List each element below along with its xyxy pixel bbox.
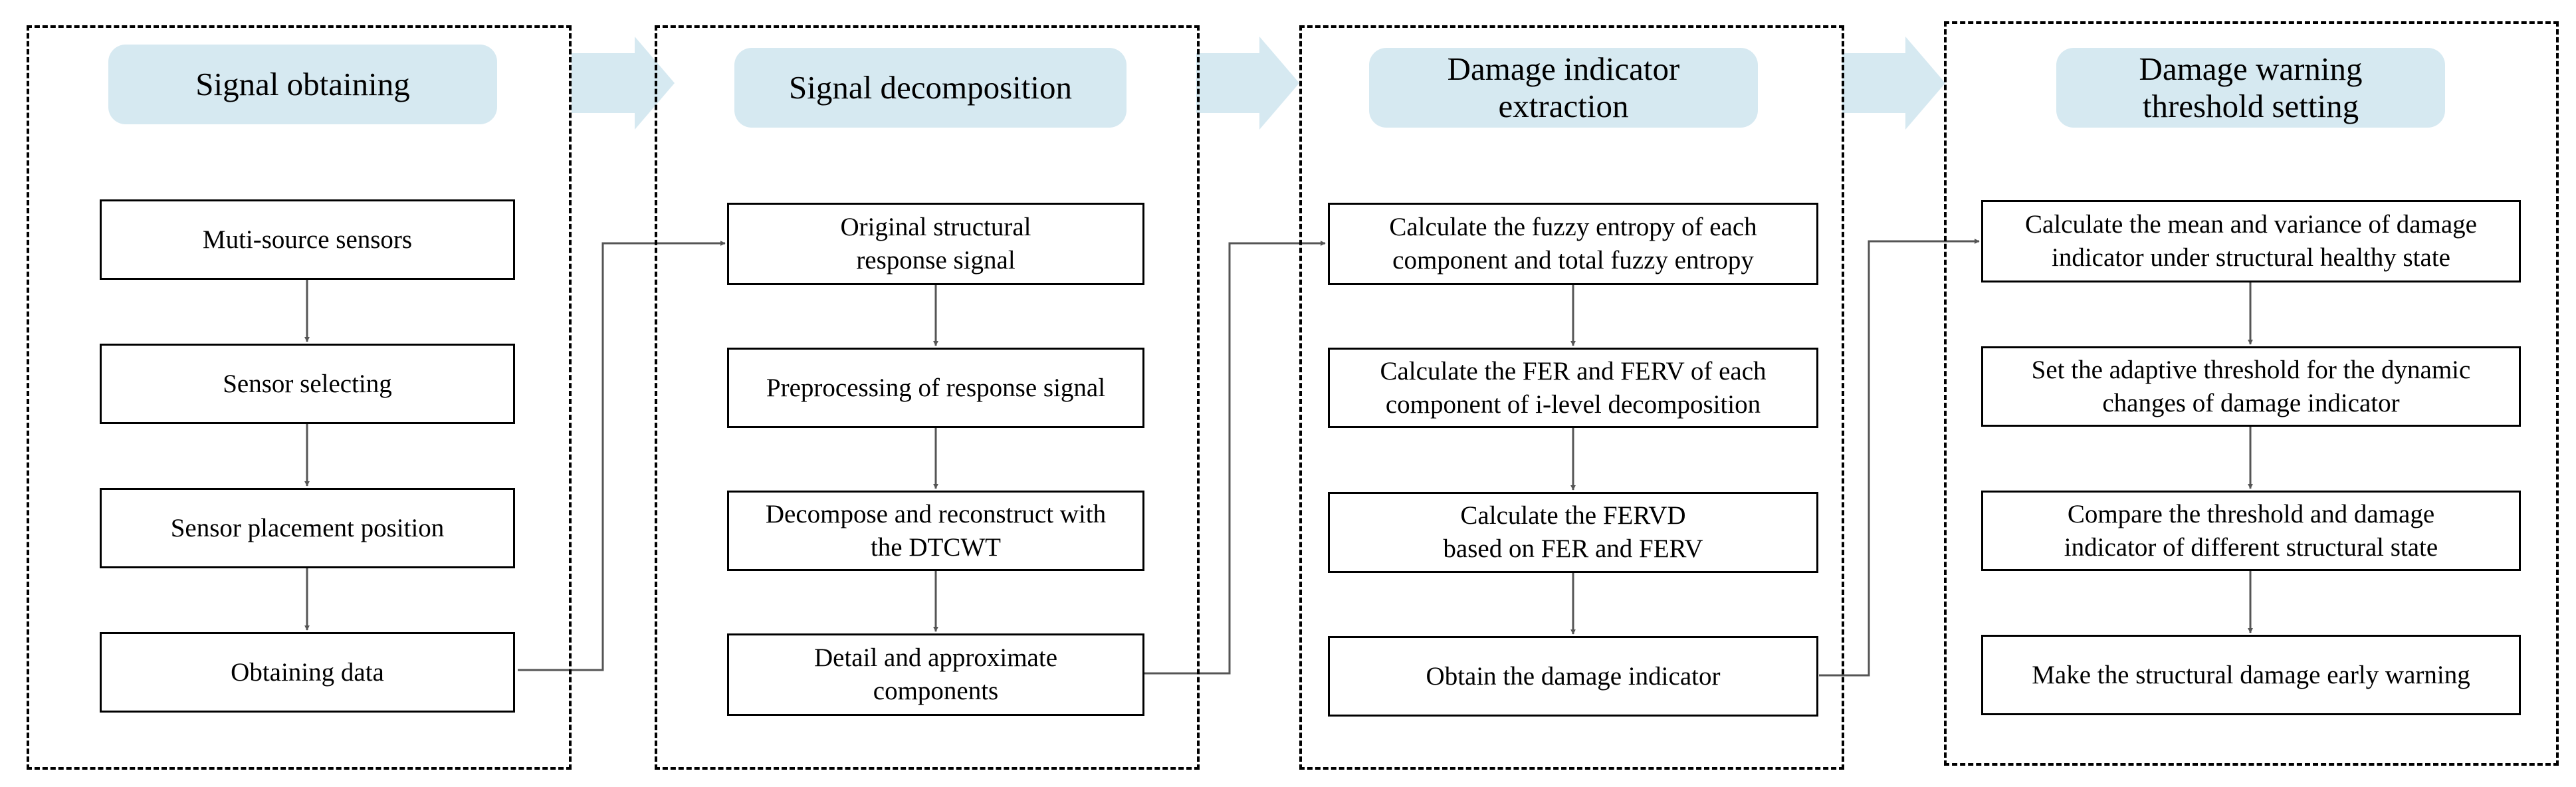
stage-header: Damage warning threshold setting bbox=[2056, 48, 2445, 128]
step-box: Original structural response signal bbox=[727, 203, 1144, 285]
stage-header: Signal decomposition bbox=[734, 48, 1127, 128]
step-box: Calculate the FER and FERV of each compo… bbox=[1328, 348, 1818, 428]
step-text-line-1: Detail and approximate bbox=[813, 643, 1058, 672]
stage-header: Damage indicator extraction bbox=[1369, 48, 1758, 128]
step-text-line-2: components bbox=[873, 677, 999, 705]
step-text-line-1: Compare the threshold and damage bbox=[2067, 499, 2435, 528]
step-text: Sensor selecting bbox=[223, 369, 392, 398]
step-text: Obtaining data bbox=[231, 657, 384, 687]
header-line-2: threshold setting bbox=[2142, 88, 2359, 124]
step-text: Preprocessing of response signal bbox=[766, 373, 1106, 402]
step-text-line-2: changes of damage indicator bbox=[2102, 388, 2400, 417]
step-text: Obtain the damage indicator bbox=[1426, 661, 1721, 691]
step-text-line-2: indicator under structural healthy state bbox=[2052, 243, 2450, 272]
stage-signal-decomposition bbox=[655, 25, 1200, 770]
step-box: Muti-source sensors bbox=[100, 199, 515, 280]
step-box: Set the adaptive threshold for the dynam… bbox=[1981, 346, 2521, 427]
step-box: Decompose and reconstruct with the DTCWT bbox=[727, 491, 1144, 571]
header-line: Signal obtaining bbox=[195, 66, 410, 102]
stage-damage-warning-threshold-setting bbox=[1944, 21, 2559, 766]
header-line: Signal decomposition bbox=[789, 69, 1072, 106]
step-text-line-1: Calculate the FER and FERV of each bbox=[1380, 356, 1767, 386]
step-box: Preprocessing of response signal bbox=[727, 348, 1144, 428]
step-text-line-1: Calculate the fuzzy entropy of each bbox=[1389, 213, 1757, 241]
step-box: Calculate the FERVD based on FER and FER… bbox=[1328, 492, 1818, 573]
step-text-line-2: component of i-level decomposition bbox=[1385, 390, 1761, 419]
header-line-2: extraction bbox=[1498, 88, 1629, 124]
connector-s2-to-s3 bbox=[1143, 241, 1326, 675]
step-text-line-1: Set the adaptive threshold for the dynam… bbox=[2031, 355, 2471, 384]
step-box: Detail and approximate components bbox=[727, 633, 1144, 716]
step-text-line-2: the DTCWT bbox=[870, 532, 1001, 562]
step-box: Obtaining data bbox=[100, 632, 515, 713]
step-text-line-2: component and total fuzzy entropy bbox=[1392, 246, 1754, 275]
flow-arrow-1-to-2 bbox=[572, 37, 675, 130]
step-text: Sensor placement position bbox=[170, 513, 445, 542]
step-box: Calculate the mean and variance of damag… bbox=[1981, 200, 2521, 282]
flow-arrow-3-to-4 bbox=[1842, 37, 1945, 130]
step-box: Sensor selecting bbox=[100, 344, 515, 424]
step-text-line-2: indicator of different structural state bbox=[2064, 532, 2438, 562]
step-box: Calculate the fuzzy entropy of each comp… bbox=[1328, 203, 1818, 285]
step-box: Make the structural damage early warning bbox=[1981, 635, 2521, 715]
step-box: Obtain the damage indicator bbox=[1328, 636, 1818, 717]
stage-signal-obtaining bbox=[27, 25, 572, 770]
header-line-1: Damage indicator bbox=[1447, 51, 1680, 87]
step-text-line-1: Original structural bbox=[840, 213, 1031, 241]
step-box: Sensor placement position bbox=[100, 488, 515, 568]
step-text-line-2: based on FER and FERV bbox=[1443, 534, 1703, 563]
step-box: Compare the threshold and damage indicat… bbox=[1981, 491, 2521, 571]
step-text-line-1: Calculate the mean and variance of damag… bbox=[2025, 210, 2477, 239]
connector-s1-to-s2 bbox=[518, 241, 726, 671]
stage-damage-indicator-extraction bbox=[1299, 25, 1844, 770]
stage-header: Signal obtaining bbox=[108, 45, 497, 124]
step-text-line-1: Calculate the FERVD bbox=[1460, 501, 1686, 530]
step-text: Make the structural damage early warning bbox=[2032, 660, 2470, 689]
flow-arrow-2-to-3 bbox=[1196, 37, 1299, 130]
step-text-line-2: response signal bbox=[856, 246, 1016, 275]
header-line-1: Damage warning bbox=[2139, 51, 2363, 87]
step-text: Muti-source sensors bbox=[202, 225, 413, 254]
step-text-line-1: Decompose and reconstruct with bbox=[765, 499, 1107, 528]
